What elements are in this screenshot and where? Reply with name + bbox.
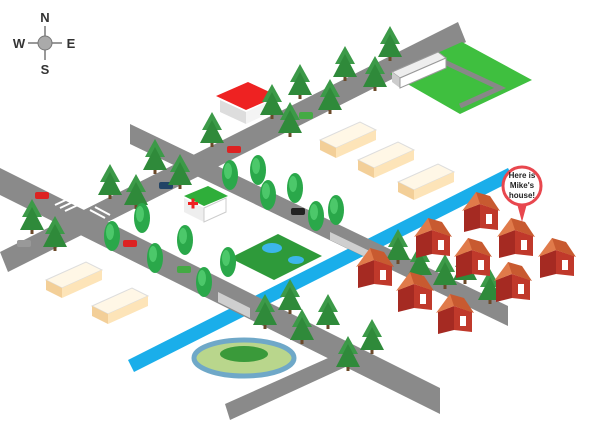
bungalow <box>44 261 104 298</box>
house <box>414 218 452 258</box>
pine-tree <box>260 84 284 119</box>
round-tree <box>250 155 266 185</box>
round-tree <box>220 247 236 277</box>
compass-west: W <box>13 36 26 51</box>
house <box>497 218 535 258</box>
house <box>538 238 576 278</box>
pine-tree <box>278 279 302 314</box>
round-tree <box>196 267 212 297</box>
stadium <box>191 337 297 379</box>
pine-tree <box>278 102 302 137</box>
compass-north: N <box>40 10 49 25</box>
house <box>436 294 474 334</box>
callout-line-1: Here is <box>509 171 536 180</box>
pine-tree <box>433 254 457 289</box>
round-tree <box>308 201 324 231</box>
pine-tree <box>143 139 167 174</box>
round-tree <box>287 173 303 203</box>
pine-tree <box>98 164 122 199</box>
pine-tree <box>168 154 192 189</box>
callout-line-3: house! <box>509 191 535 200</box>
house <box>396 272 434 312</box>
bungalow <box>396 163 456 200</box>
car <box>299 112 313 119</box>
bungalow <box>318 121 378 158</box>
parking-path <box>438 57 507 109</box>
round-tree <box>222 160 238 190</box>
round-tree <box>134 203 150 233</box>
pine-tree <box>288 64 312 99</box>
round-tree <box>147 243 163 273</box>
compass-east: E <box>67 36 76 51</box>
round-tree <box>104 221 120 251</box>
pine-tree <box>124 174 148 209</box>
pine-tree <box>318 79 342 114</box>
compass-south: S <box>41 62 50 77</box>
car <box>177 266 191 273</box>
car <box>123 240 137 247</box>
car <box>227 146 241 153</box>
car <box>291 208 305 215</box>
callout-line-2: Mike's <box>510 181 535 190</box>
hospital <box>184 186 228 223</box>
bridge-south <box>218 292 250 318</box>
house <box>494 262 532 302</box>
road-south <box>225 350 352 420</box>
pine-tree <box>378 26 402 61</box>
mikes-house-callout: Here is Mike's house! <box>501 165 543 222</box>
car <box>17 240 31 247</box>
pine-tree <box>43 216 67 251</box>
pine-tree <box>386 229 410 264</box>
pine-tree <box>363 56 387 91</box>
warehouse <box>391 51 447 89</box>
house <box>462 192 500 232</box>
pine-tree <box>336 336 360 371</box>
pine-tree <box>360 319 384 354</box>
bungalow <box>356 141 416 178</box>
round-tree <box>177 225 193 255</box>
pine-tree <box>20 199 44 234</box>
house <box>356 248 394 288</box>
pine-tree <box>290 309 314 344</box>
compass-icon <box>28 26 62 60</box>
river <box>128 168 514 372</box>
round-tree <box>328 195 344 225</box>
compass-rose: N S E W <box>13 10 76 77</box>
park <box>230 234 322 280</box>
pine-tree <box>333 46 357 81</box>
round-tree <box>260 180 276 210</box>
pine-tree <box>253 294 277 329</box>
car <box>35 192 49 199</box>
house <box>454 238 492 278</box>
crosswalk <box>54 197 111 219</box>
pine-tree <box>200 112 224 147</box>
pine-tree <box>316 294 340 329</box>
bungalow <box>90 287 150 324</box>
